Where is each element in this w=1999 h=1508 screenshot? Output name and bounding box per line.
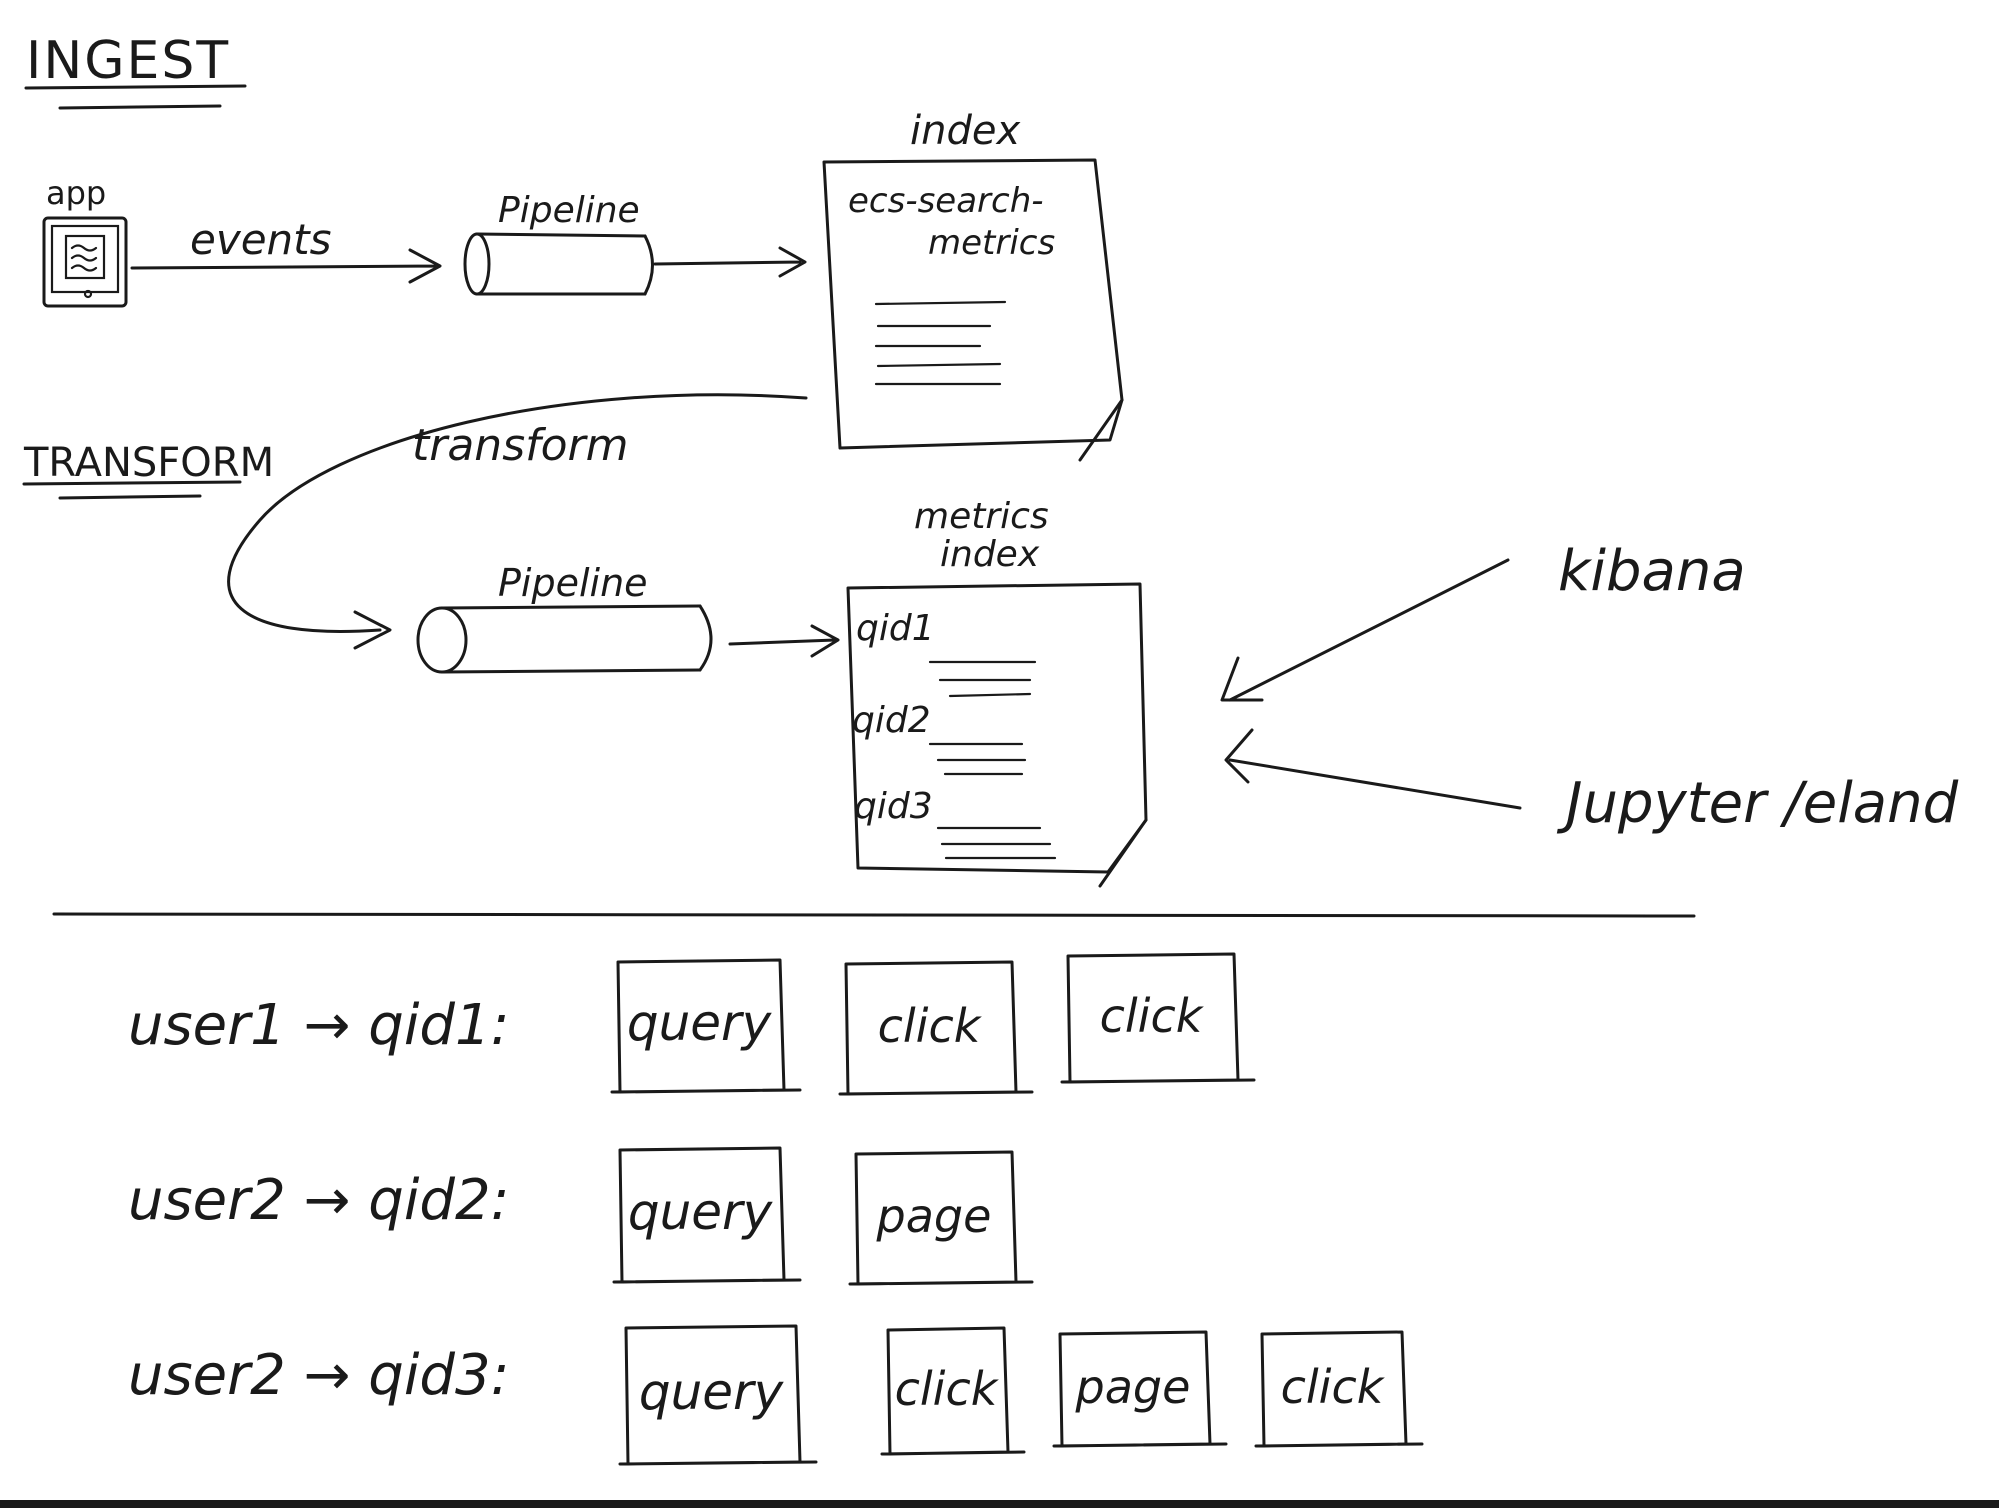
jupyter-label: Jupyter /eland (1556, 771, 1959, 836)
section-divider (52, 912, 1696, 918)
bottom-border (0, 1500, 1999, 1508)
sessions-group: user1 → qid1: query click click user2 → qid2… (128, 952, 1424, 1466)
app-device-icon (42, 216, 128, 308)
transform-curve-arrow (227, 393, 808, 650)
event-label-click: click (1281, 1360, 1386, 1414)
session-label-3: user2 → qid3: (128, 1343, 509, 1408)
event-label-page: page (876, 1189, 992, 1243)
event-label-query: query (627, 994, 773, 1052)
metrics-index-label-line2: index (940, 534, 1040, 575)
event-label-click: click (895, 1362, 1000, 1416)
jupyter-arrow (1224, 728, 1522, 810)
event-box-click (880, 1326, 1026, 1456)
qid-2: qid2 (852, 700, 931, 741)
event-box-page (1052, 1330, 1228, 1448)
event-label-query: query (639, 1363, 785, 1421)
event-box-click (1254, 1330, 1424, 1448)
event-box-click (838, 960, 1034, 1096)
kibana-arrow (1220, 558, 1510, 702)
event-label-click: click (878, 999, 983, 1053)
transform-pipeline-label: Pipeline (498, 561, 648, 605)
transform-heading: TRANSFORM (23, 440, 274, 486)
session-label-2: user2 → qid2: (128, 1168, 509, 1233)
metrics-index-label-line1: metrics (914, 496, 1049, 537)
kibana-label: kibana (1558, 539, 1746, 604)
events-label: events (190, 215, 332, 264)
event-label-click: click (1100, 989, 1205, 1043)
event-label-page: page (1075, 1360, 1191, 1414)
index-document: ecs-search- metrics (822, 158, 1124, 462)
transform-underline (22, 480, 242, 500)
qid-3: qid3 (854, 786, 933, 827)
event-box-query (618, 1324, 818, 1466)
events-arrow (130, 248, 442, 284)
index-name-line2: metrics (928, 223, 1055, 263)
ingest-pipeline-cylinder (463, 232, 654, 296)
pipeline-to-metrics-arrow (728, 624, 840, 658)
event-box-query (610, 958, 802, 1094)
ingest-underline (24, 84, 247, 110)
transform-label: transform (412, 420, 628, 471)
metrics-index-document: qid1 qid2 qid3 (846, 582, 1148, 888)
event-box-click (1060, 952, 1256, 1084)
event-box-query (612, 1146, 802, 1284)
pipeline-to-index-arrow (653, 246, 807, 278)
index-name-line1: ecs-search- (848, 181, 1044, 221)
transform-pipeline-cylinder (416, 604, 713, 674)
session-label-1: user1 → qid1: (128, 993, 509, 1058)
event-label-query: query (628, 1183, 774, 1241)
event-box-page (848, 1150, 1034, 1286)
app-label: app (46, 174, 106, 212)
qid-1: qid1 (856, 608, 935, 649)
index-label: index (910, 108, 1020, 154)
ingest-pipeline-label: Pipeline (498, 190, 640, 231)
ingest-heading: INGEST (26, 31, 230, 91)
